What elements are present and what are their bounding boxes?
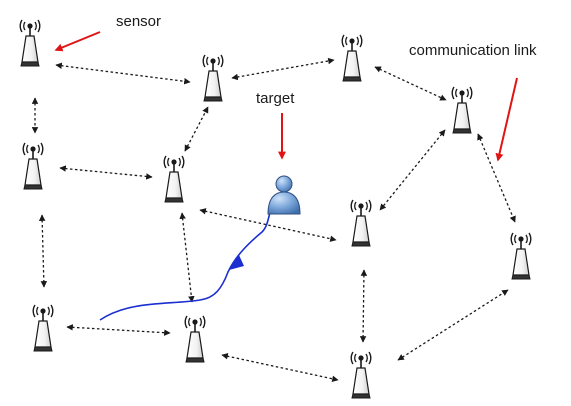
sensor-antenna-icon	[350, 351, 372, 399]
target-trajectory	[99, 204, 275, 321]
communication-link	[59, 165, 153, 180]
communication-link	[38, 214, 48, 288]
communication-link	[231, 57, 335, 81]
sensor-antenna-icon	[32, 304, 54, 352]
communication-links	[31, 57, 516, 382]
sensor-annotation-arrow	[54, 31, 101, 52]
communication-link	[55, 62, 191, 85]
target-person-icon	[267, 175, 301, 215]
sensor-antenna-icon	[341, 34, 363, 82]
sensor-nodes	[19, 19, 532, 399]
communication-link	[397, 289, 509, 361]
communication-link	[374, 66, 447, 101]
communication-link	[477, 133, 516, 223]
communication-link	[221, 353, 339, 382]
communication-link	[179, 212, 195, 303]
sensor-antenna-icon	[350, 199, 372, 247]
sensor-antenna-icon	[19, 19, 41, 67]
trajectory-arrowhead	[229, 255, 244, 270]
communication-link	[199, 208, 337, 242]
sensor-antenna-icon	[451, 86, 473, 134]
communication-link	[184, 106, 209, 152]
sensor-antenna-icon	[163, 155, 185, 203]
sensor-antenna-icon	[184, 315, 206, 363]
link-annotation-arrow	[495, 77, 518, 162]
sensor-antenna-icon	[510, 232, 532, 280]
communication-link	[359, 269, 368, 343]
target-label: target	[256, 90, 295, 107]
communication-link	[66, 324, 171, 336]
communication-link-label: communication link	[409, 42, 537, 59]
communication-link	[379, 129, 446, 211]
sensor-label: sensor	[116, 13, 161, 30]
sensor-antenna-icon	[202, 54, 224, 102]
sensor-antenna-icon	[22, 142, 44, 190]
